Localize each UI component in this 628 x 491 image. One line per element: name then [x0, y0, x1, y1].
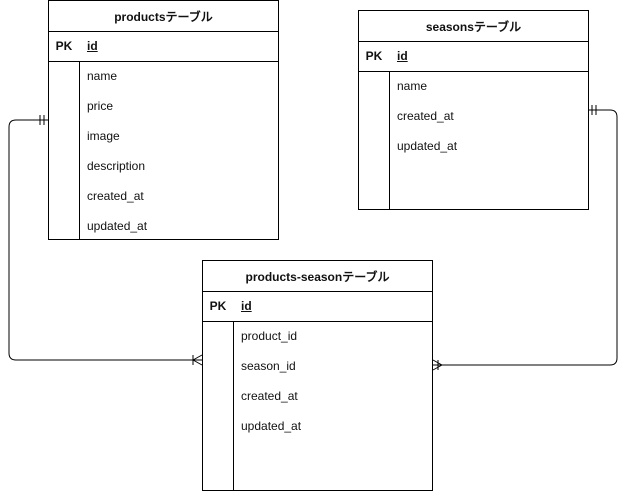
pk-field: id	[241, 299, 252, 313]
pk-field: id	[87, 39, 98, 53]
pk-label: PK	[209, 299, 227, 313]
field-name: name	[87, 69, 118, 83]
primary-key-row: PK id	[359, 41, 588, 72]
field-description: description	[87, 159, 146, 173]
relationship-seasons-to-products-season[interactable]	[433, 109, 618, 366]
field-created-at: created_at	[397, 109, 454, 123]
pk-label: PK	[55, 39, 73, 53]
primary-key-row: PK id	[49, 31, 278, 62]
crowfoot-marker	[192, 354, 203, 366]
field-updated-at: updated_at	[397, 139, 458, 153]
field-product-id: product_id	[241, 329, 298, 343]
column-divider	[233, 321, 234, 490]
field-name: name	[397, 79, 428, 93]
table-title: productsテーブル	[49, 1, 278, 32]
field-image: image	[87, 129, 120, 143]
field-created-at: created_at	[87, 189, 144, 203]
column-divider	[389, 71, 390, 209]
relationship-products-to-products-season[interactable]	[8, 119, 202, 361]
table-title: seasonsテーブル	[359, 11, 588, 42]
table-title: products-seasonテーブル	[203, 261, 432, 292]
field-updated-at: updated_at	[87, 219, 148, 233]
column-divider	[79, 61, 80, 239]
field-price: price	[87, 99, 114, 113]
seasons-table[interactable]: seasonsテーブル PK id name created_at update…	[358, 10, 589, 210]
crowfoot-marker	[432, 359, 443, 371]
pk-field: id	[397, 49, 408, 63]
field-updated-at: updated_at	[241, 419, 302, 433]
field-season-id: season_id	[241, 359, 296, 373]
products-season-table[interactable]: products-seasonテーブル PK id product_id sea…	[202, 260, 433, 491]
primary-key-row: PK id	[203, 291, 432, 322]
field-created-at: created_at	[241, 389, 298, 403]
pk-label: PK	[365, 49, 383, 63]
products-table[interactable]: productsテーブル PK id name price image desc…	[48, 0, 279, 240]
